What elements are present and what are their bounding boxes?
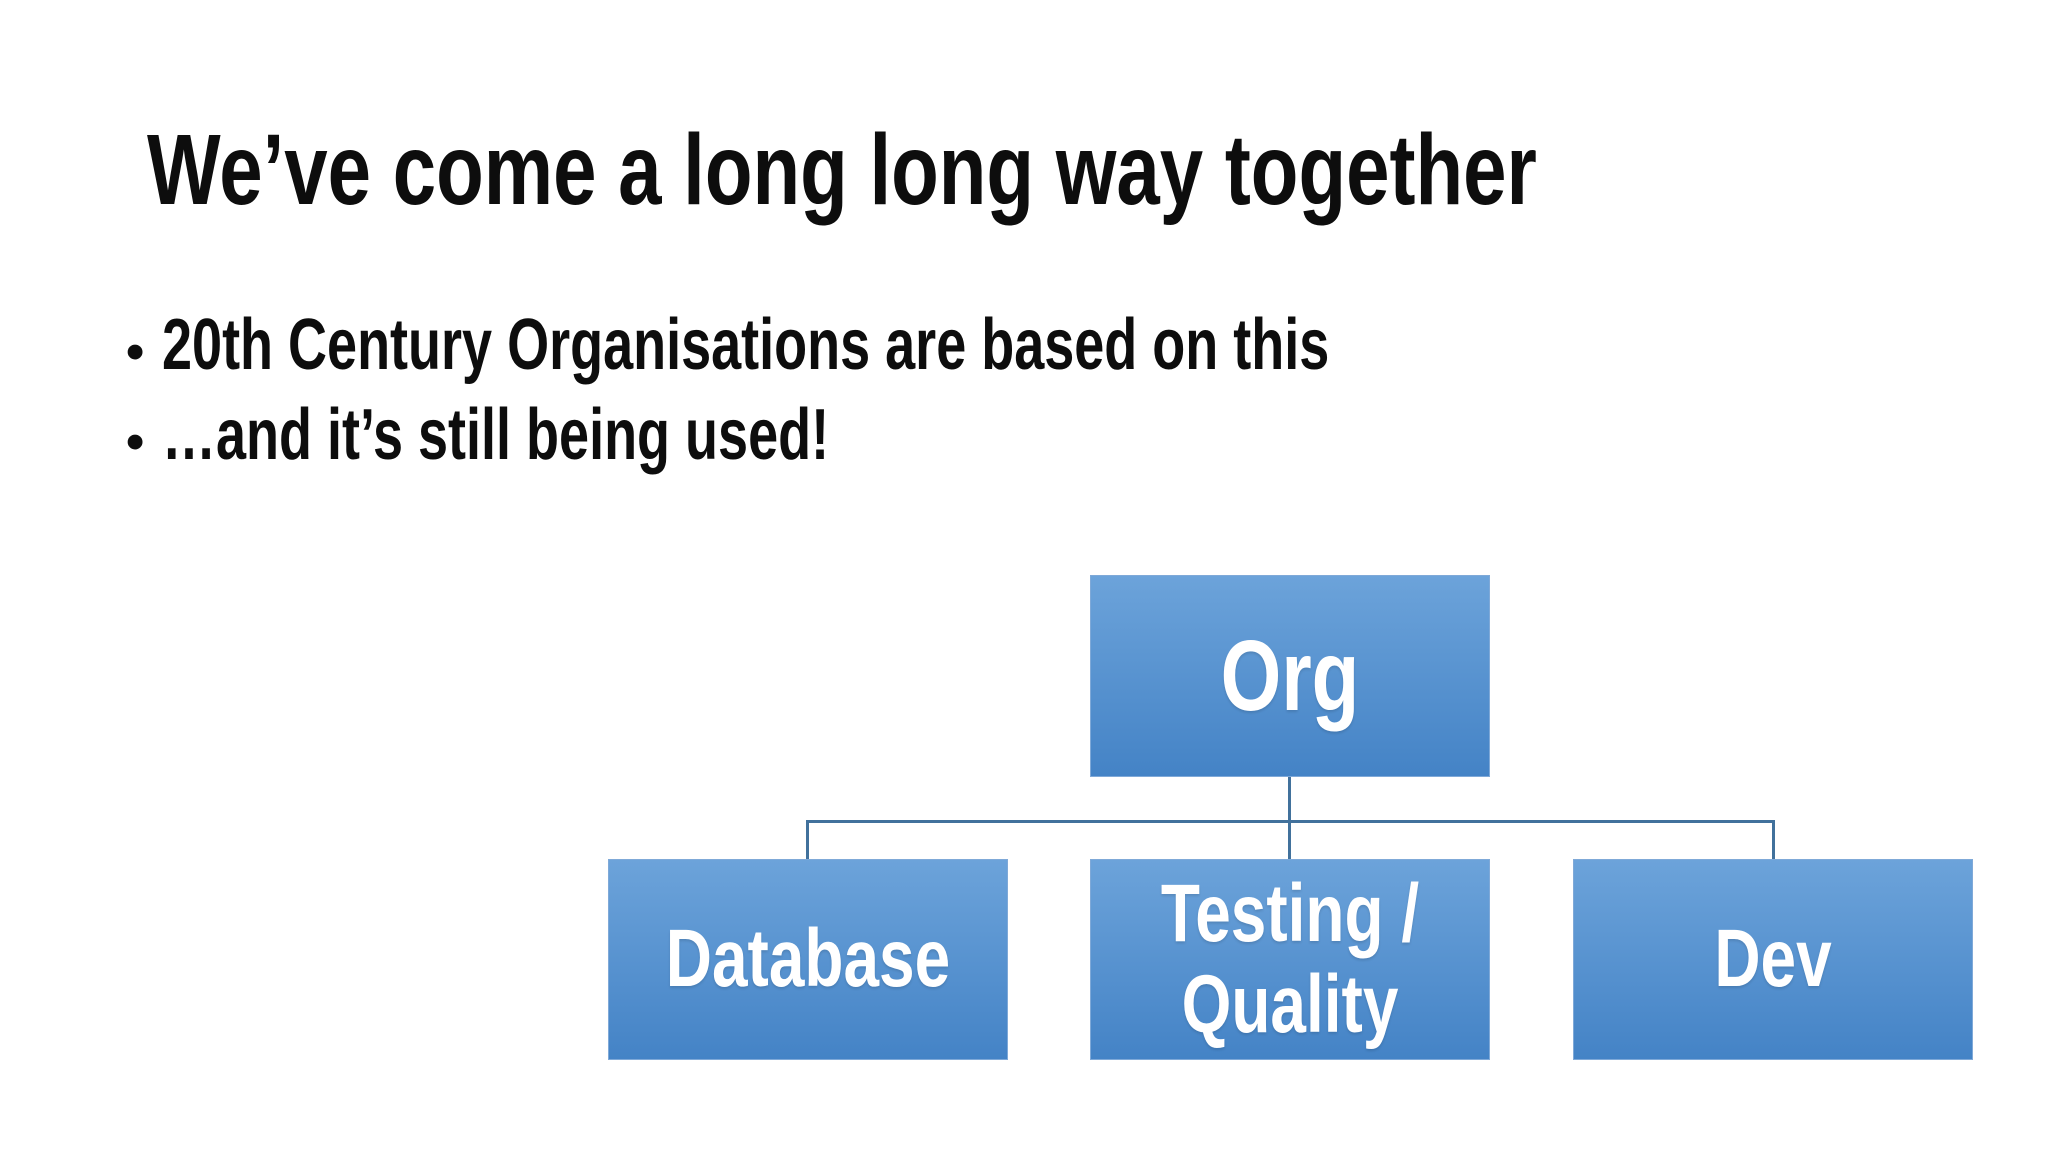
bullet-item: • 20th Century Organisations are based on… — [126, 300, 1718, 390]
connector-root-to-middle-line — [1288, 777, 1291, 859]
org-node-label: Dev — [1714, 913, 1832, 1005]
connector-drop-right-line — [1772, 820, 1775, 859]
org-node-testing-quality: Testing / Quality — [1090, 859, 1490, 1060]
connector-horizontal-line — [806, 820, 1775, 823]
bullet-item: • …and it’s still being used! — [126, 390, 1718, 480]
org-node-label: Database — [665, 913, 951, 1005]
slide-title: We’ve come a long long way together — [147, 120, 1929, 220]
org-node-label: Org — [1220, 619, 1360, 732]
bullet-marker-icon: • — [126, 413, 145, 471]
org-node-dev: Dev — [1573, 859, 1973, 1060]
org-node-database: Database — [608, 859, 1008, 1060]
bullet-text: 20th Century Organisations are based on … — [162, 305, 1330, 385]
slide-title-text: We’ve come a long long way together — [147, 114, 1537, 226]
bullet-text: …and it’s still being used! — [162, 395, 830, 475]
bullet-list: • 20th Century Organisations are based on… — [126, 300, 1718, 480]
org-node-label: Testing / Quality — [1160, 868, 1420, 1050]
org-node-root: Org — [1090, 575, 1490, 777]
connector-drop-left-line — [806, 820, 809, 859]
bullet-marker-icon: • — [126, 323, 145, 381]
